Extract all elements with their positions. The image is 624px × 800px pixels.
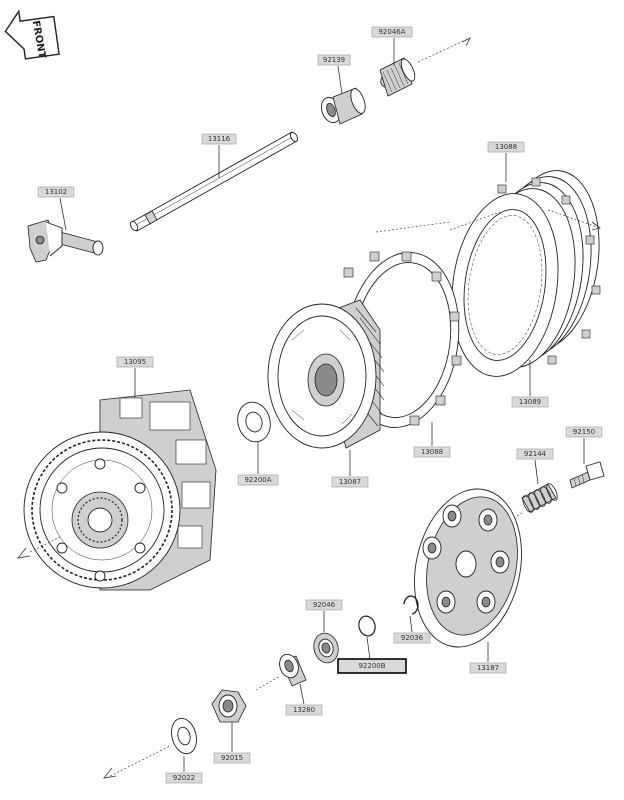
bolt-92150 [569,461,605,489]
label-92015: 92015 [221,754,243,762]
label-13088-bottom: 13088 [421,448,443,456]
nut-92015 [211,689,247,723]
label-92046a: 92046A [378,28,405,36]
label-92046: 92046 [313,601,336,609]
label-13102: 13102 [45,188,67,196]
pressure-plate-13187 [414,488,522,648]
release-shaft-13102 [27,219,104,263]
label-13089: 13089 [519,398,541,406]
clutch-hub-13087 [267,299,385,449]
label-92200a: 92200A [244,476,271,484]
label-92036: 92036 [401,634,424,642]
clutch-housing-13095 [23,389,217,591]
needle-bearing-92046a [379,57,416,97]
washer-92022 [171,717,197,755]
label-13095: 13095 [124,358,146,366]
label-92022: 92022 [173,774,195,782]
washer-92200b [358,615,376,637]
circlip-92036 [403,595,419,615]
push-rod-13116 [129,131,299,232]
label-13087: 13087 [339,478,361,486]
friction-plate-stack-13089 [451,170,601,377]
front-indicator: FRONT [4,9,60,60]
sleeve-92139 [320,87,366,125]
label-13116: 13116 [208,135,231,143]
bearing-92046 [313,632,339,664]
collar-13280 [279,653,307,687]
spring-92144 [521,483,558,513]
washer-92200a [237,401,271,443]
label-13088-top: 13088 [495,143,517,151]
label-92200b: 92200B [358,662,385,670]
label-13187: 13187 [477,664,499,672]
label-92150: 92150 [573,428,595,436]
label-92139: 92139 [323,56,345,64]
highlighted-part-box [337,658,407,674]
label-92144: 92144 [524,450,547,458]
label-13280: 13280 [293,706,315,714]
